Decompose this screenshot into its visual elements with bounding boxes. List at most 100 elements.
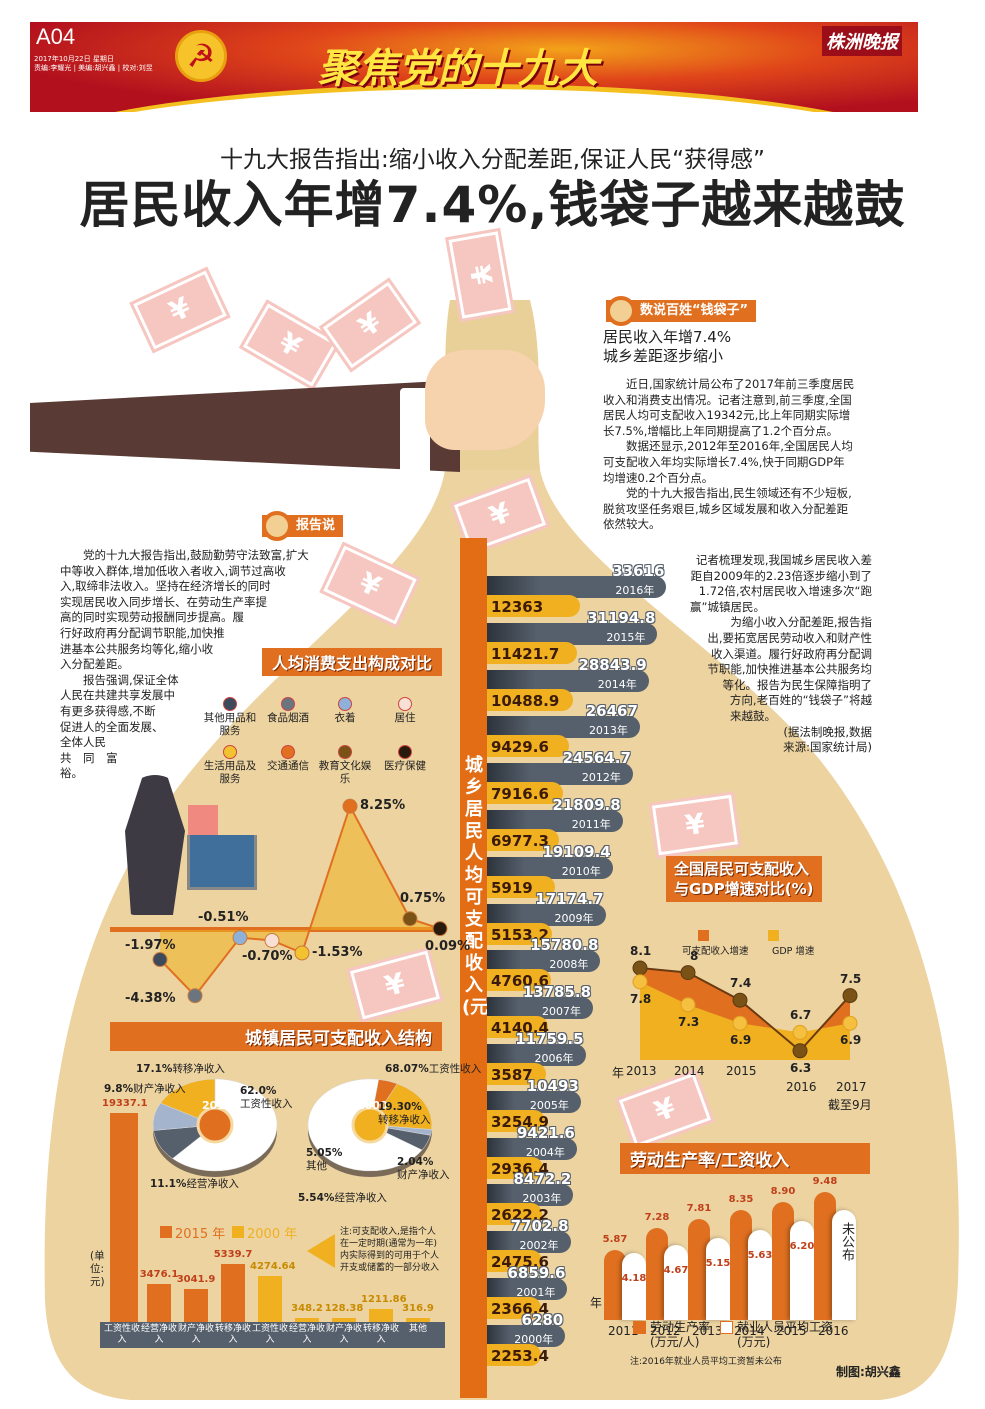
- x-axis-unit: 年: [590, 1296, 603, 1310]
- legend-swatch: [633, 1321, 646, 1334]
- income-bar-value: 19337.1: [102, 1098, 148, 1110]
- article-subhead: 居民收入年增7.4% 城乡差距逐步缩小: [603, 328, 731, 366]
- urban-value: 10493: [526, 1076, 579, 1095]
- year-label: 2007年: [542, 1005, 582, 1019]
- income-bar-value: 3041.9: [176, 1274, 216, 1286]
- legend-label: 医疗保健: [384, 760, 426, 772]
- consumption-value-label: 0.75%: [400, 890, 446, 906]
- wage-bar: [664, 1245, 688, 1320]
- gdp-growth-area: [640, 981, 850, 1060]
- text-line: 近日,国家统计局公布了2017年前三季度居民: [603, 377, 855, 391]
- x-tick-label: 2013: [626, 1064, 657, 1078]
- year-label: 2011年: [571, 818, 611, 831]
- urban-value: 31194.8: [587, 608, 656, 627]
- urban-bar: [487, 856, 613, 879]
- x-tick-label: 2017: [836, 1080, 867, 1094]
- consumption-value-label: -0.51%: [198, 909, 249, 925]
- productivity-value: 7.81: [686, 1203, 712, 1215]
- pie-label: 68.07%工资性收入: [385, 1063, 481, 1076]
- rural-bar: [487, 1343, 541, 1366]
- urban-bar: [487, 1324, 566, 1347]
- consumption-point: [342, 798, 358, 814]
- productivity-bar: [772, 1201, 794, 1320]
- rural-bar: [487, 1203, 543, 1226]
- note-line: 开支或储蓄的一部分收入: [340, 1263, 440, 1273]
- urban-value: 26467: [585, 702, 638, 721]
- income-bar-value: 1211.86: [361, 1293, 407, 1305]
- legend-label: 其他用品和服务: [203, 712, 257, 737]
- x-tick-label: 2014: [734, 1324, 765, 1338]
- text-line: 1.72倍,农村居民收入增速多次“跑: [698, 584, 872, 599]
- productivity-value: 7.28: [644, 1211, 670, 1223]
- urban-value: 11759.5: [515, 1030, 584, 1048]
- text-line: 中等收入群体,增加低收入者收入,调节过高收: [60, 563, 286, 578]
- pie-label-percent: 11.1%: [150, 1178, 187, 1190]
- gdp-point: [632, 974, 648, 990]
- rural-bar: [487, 1297, 542, 1319]
- text-line: 均增速0.2个百分点。: [603, 470, 714, 485]
- badge-dot-icon: [262, 511, 292, 541]
- rural-bar: [487, 688, 573, 711]
- urban-bar: [487, 622, 658, 645]
- productivity-value: 9.48: [812, 1176, 838, 1188]
- urban-value: 13785.8: [522, 983, 592, 1002]
- rural-value: 5919: [491, 878, 533, 897]
- page-number: A04: [36, 24, 76, 49]
- gdp-point: [680, 965, 696, 981]
- pie-label-percent: 9.8%: [104, 1083, 134, 1095]
- consumption-value-label: -4.38%: [125, 990, 176, 1006]
- pie-label-percent: 5.54%: [298, 1192, 335, 1204]
- productivity-bar: [730, 1210, 752, 1320]
- gdp-point: [842, 1015, 858, 1031]
- text-line: 出,要拓宽居民劳动收入和财产性: [707, 630, 872, 645]
- income-category-label: 其他: [408, 1324, 427, 1334]
- urban-rural-axis-title: 城乡居民人均可支配收入(元): [462, 755, 497, 1018]
- income-bar: [110, 1113, 138, 1322]
- productivity-value: 5.87: [602, 1234, 628, 1246]
- wage-value: 4.67: [663, 1265, 689, 1277]
- urban-bar: [487, 576, 667, 598]
- rural-value: 11421.7: [491, 644, 560, 663]
- income-bar: [147, 1284, 171, 1322]
- pie-label-percent: 68.07%: [385, 1063, 429, 1075]
- pie-label: 17.1%转移净收入: [136, 1063, 225, 1076]
- pie-label: 2.04%财产净收入: [397, 1156, 450, 1182]
- year-label: 2000年: [514, 1332, 554, 1346]
- year-label: 2010年: [561, 864, 601, 878]
- text-line: 来源:国家统计局): [783, 740, 872, 755]
- rural-bar: [487, 641, 577, 664]
- category-band: [100, 1322, 445, 1348]
- rural-bar: [487, 1156, 544, 1179]
- income-bar: [332, 1318, 356, 1322]
- pie-label: 62.0%工资性收入: [240, 1085, 293, 1111]
- note-line: 在一定时期(通常为一年): [340, 1239, 438, 1249]
- year-label: 2004年: [525, 1145, 565, 1159]
- text-line: 等化。报告为民生保障指明了: [722, 677, 873, 692]
- productivity-bar: [688, 1219, 710, 1320]
- x-tick-label: 2013: [692, 1324, 723, 1338]
- gdp-point: [680, 997, 696, 1013]
- income-bar-value: 348.2: [291, 1303, 323, 1314]
- rural-value: 2622.2: [491, 1206, 549, 1225]
- legend-swatch: [698, 930, 709, 941]
- note-pointer-icon: [307, 1234, 335, 1268]
- x-tick-label: 2016: [818, 1324, 849, 1338]
- consumption-line: [159, 803, 441, 998]
- wage-value: 未公布: [839, 1222, 854, 1261]
- pie-label: 19.30%转移净收入: [378, 1101, 431, 1127]
- legend-label: 可支配收入增速: [682, 946, 749, 957]
- income-bar: [295, 1318, 319, 1322]
- income-category-label: 工资性收入: [252, 1324, 289, 1345]
- year-label: 2008年: [549, 958, 589, 972]
- rural-value: 9429.6: [491, 738, 549, 757]
- pie-label-percent: 5.05%: [306, 1147, 343, 1159]
- text-line: 方向,老百姓的“钱袋子”将越: [729, 693, 872, 708]
- legend-swatch: [160, 1226, 172, 1238]
- productivity-bar: [604, 1250, 626, 1320]
- wage-bar: [748, 1229, 772, 1320]
- article-body-left: 党的十九大报告指出,鼓励勤劳守法致富,扩大中等收入群体,增加低收入者收入,调节过…: [60, 548, 309, 782]
- graphic-credit: 制图:胡兴鑫: [836, 1365, 901, 1379]
- rural-value: 2475.6: [491, 1253, 549, 1272]
- rural-value: 3587: [491, 1066, 533, 1084]
- rural-bar: [487, 829, 560, 851]
